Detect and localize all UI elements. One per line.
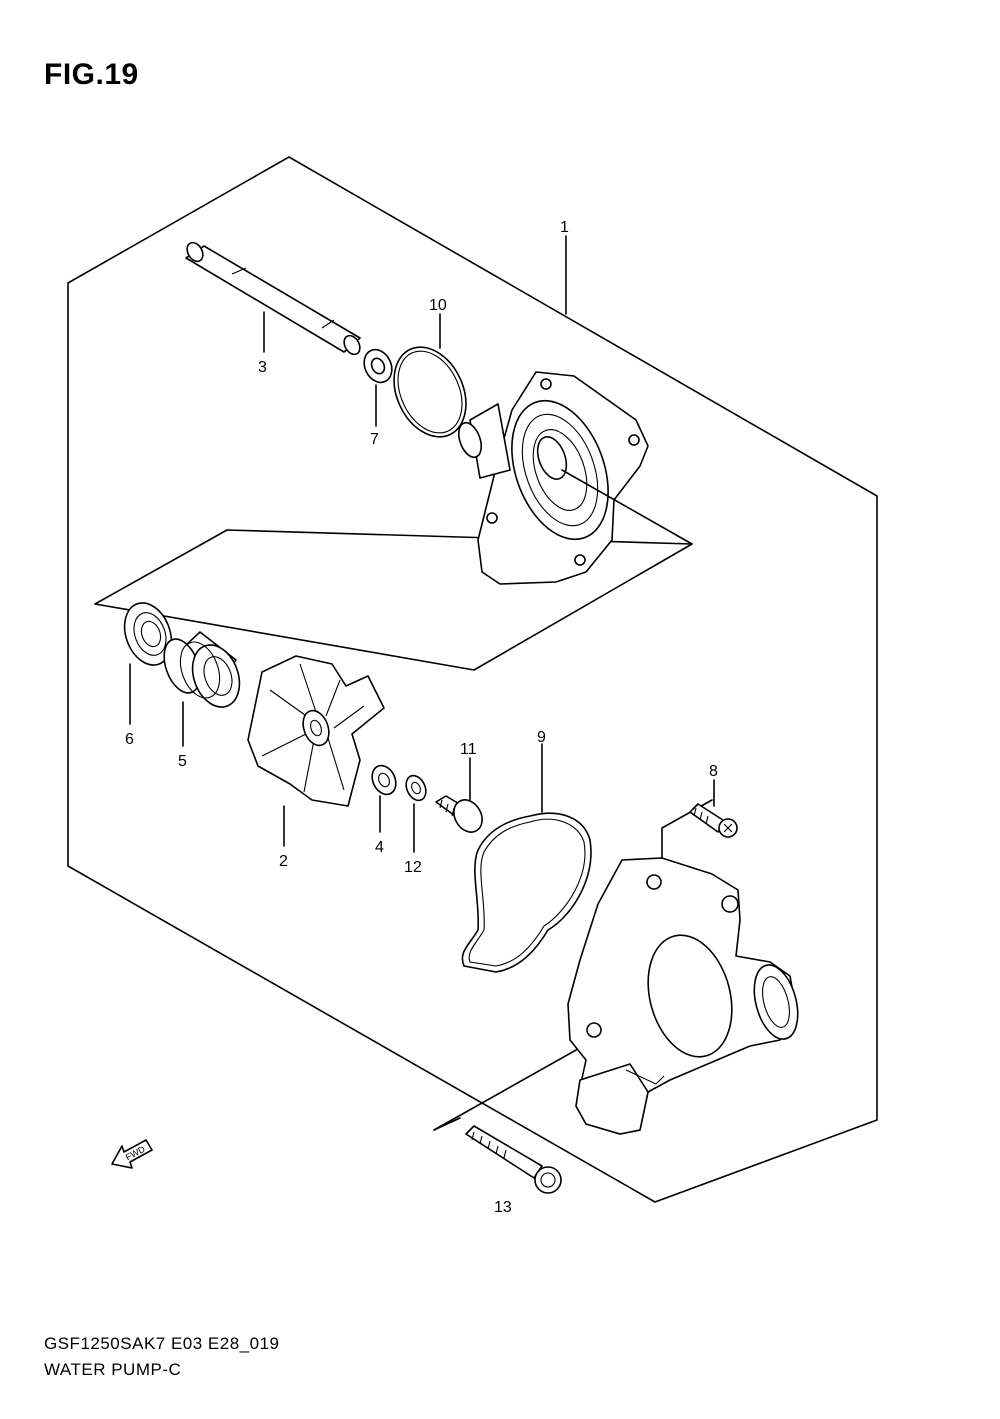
mechanical-seal-part-5 bbox=[163, 631, 241, 708]
callout-10: 10 bbox=[429, 297, 447, 314]
washer-part-12 bbox=[405, 774, 427, 802]
callout-9: 9 bbox=[537, 729, 546, 746]
callout-8: 8 bbox=[709, 763, 718, 780]
o-ring-part-10 bbox=[393, 346, 467, 438]
callout-7: 7 bbox=[370, 431, 379, 448]
pump-cover-housing bbox=[567, 857, 799, 1135]
figure-title: FIG.19 bbox=[44, 58, 139, 91]
leader-lines bbox=[129, 235, 715, 853]
callout-1: 1 bbox=[560, 219, 569, 236]
callout-4: 4 bbox=[375, 839, 384, 856]
callout-3: 3 bbox=[258, 359, 267, 376]
callout-6: 6 bbox=[125, 731, 134, 748]
diagram-name: WATER PUMP-C bbox=[44, 1360, 182, 1379]
fwd-arrow-icon: FWD bbox=[111, 1139, 153, 1169]
callout-2: 2 bbox=[279, 853, 288, 870]
model-code: GSF1250SAK7 E03 E28_019 bbox=[44, 1334, 280, 1353]
impeller-part-2 bbox=[247, 655, 385, 807]
callout-5: 5 bbox=[178, 753, 187, 770]
pump-body-part-1 bbox=[457, 371, 649, 585]
callout-13: 13 bbox=[494, 1199, 512, 1216]
assembly-outline bbox=[67, 156, 878, 1203]
oil-seal-part-6 bbox=[123, 602, 173, 666]
callout-11: 11 bbox=[460, 741, 477, 758]
shaft-part bbox=[185, 241, 361, 356]
callout-12: 12 bbox=[404, 859, 422, 876]
bolt-part-8 bbox=[689, 803, 738, 838]
washer-part-7 bbox=[363, 348, 393, 384]
gasket-part-9 bbox=[461, 812, 592, 973]
bolt-part-11 bbox=[435, 795, 483, 833]
bolt-part-13 bbox=[465, 1125, 562, 1194]
washer-part-4 bbox=[371, 764, 397, 796]
subgroup-outline-bolt-edge bbox=[433, 1117, 461, 1131]
